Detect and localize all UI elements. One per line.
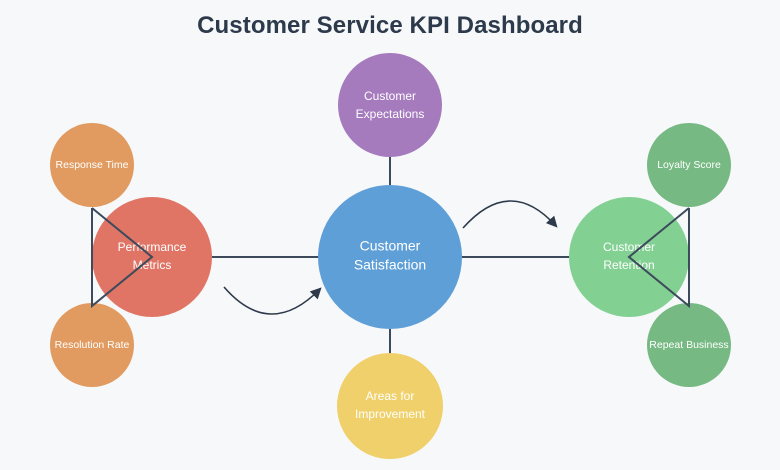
node-satisfaction[interactable]: Customer Satisfaction — [318, 185, 462, 329]
node-resolution-rate-label: Resolution Rate — [55, 339, 130, 351]
flow-arrow-performance-to-satisfaction — [223, 286, 322, 315]
node-expectations-label-2: Expectations — [356, 107, 425, 121]
node-repeat-business[interactable]: Repeat Business — [647, 303, 731, 387]
page-title: Customer Service KPI Dashboard — [197, 12, 583, 39]
node-loyalty-score[interactable]: Loyalty Score — [647, 123, 731, 207]
node-improvement[interactable]: Areas for Improvement — [337, 353, 443, 459]
node-improvement-circle — [337, 353, 443, 459]
node-repeat-business-circle — [647, 303, 731, 387]
node-expectations[interactable]: Customer Expectations — [338, 53, 442, 157]
node-improvement-label-2: Improvement — [355, 407, 426, 421]
edge-retention-subtree — [627, 207, 690, 309]
node-expectations-circle — [338, 53, 442, 157]
node-response-time[interactable]: Response Time — [50, 123, 134, 207]
node-loyalty-score-label: Loyalty Score — [657, 159, 721, 171]
node-loyalty-score-circle — [647, 123, 731, 207]
node-satisfaction-circle — [318, 185, 462, 329]
node-improvement-label-1: Areas for — [366, 389, 415, 403]
node-retention-label-1: Customer — [603, 240, 655, 254]
node-repeat-business-label: Repeat Business — [649, 339, 728, 351]
flow-arrow-satisfaction-to-retention — [462, 200, 558, 229]
node-performance-label-2: Metrics — [133, 258, 172, 272]
node-resolution-rate[interactable]: Resolution Rate — [50, 303, 134, 387]
edge-performance-subtree — [91, 207, 154, 309]
node-response-time-label: Response Time — [56, 159, 129, 171]
node-retention-label-2: Retention — [603, 258, 654, 272]
node-resolution-rate-circle — [50, 303, 134, 387]
node-satisfaction-label-2: Satisfaction — [354, 257, 426, 273]
node-satisfaction-label-1: Customer — [360, 238, 421, 254]
node-response-time-circle — [50, 123, 134, 207]
node-performance-label-1: Performance — [118, 240, 187, 254]
node-expectations-label-1: Customer — [364, 89, 416, 103]
